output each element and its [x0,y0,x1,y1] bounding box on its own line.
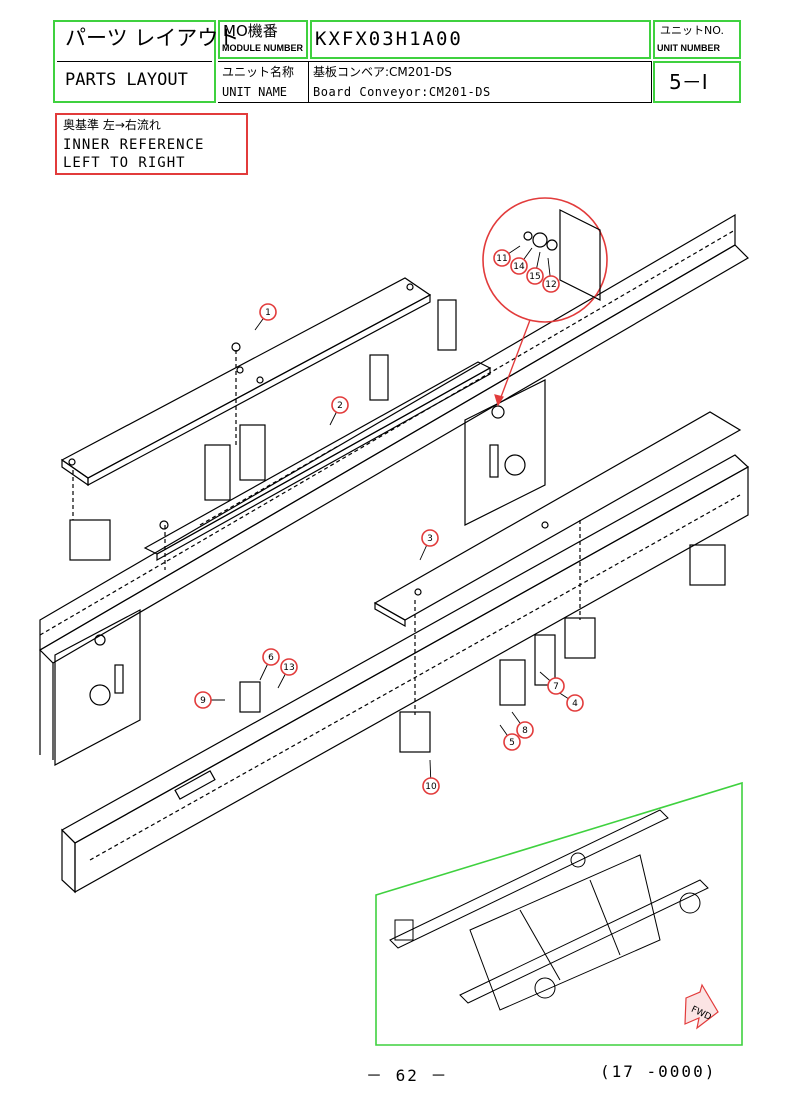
callout-6: 6 [259,648,280,681]
overview-inset: FWD [375,781,743,1046]
title-block: パーツ レイアウト PARTS LAYOUT MO機番 MODULE NUMBE… [53,20,741,103]
callout-15: 15 [526,251,544,285]
callout-number: 12 [545,280,556,290]
callout-3: 3 [419,529,439,561]
title-cell [53,20,216,103]
callout-number: 4 [572,699,578,709]
callout-11: 11 [493,245,521,267]
module-number-value-cell [310,20,651,59]
rail-cover-plate-3 [373,411,742,628]
unit-name-bottom-border [218,102,651,103]
callout-number: 2 [337,401,343,411]
callout-circle [262,648,280,666]
callout-number: 7 [553,682,559,692]
title-english: PARTS LAYOUT [65,70,188,90]
callout-number: 1 [265,308,271,318]
rear-end-plate-left [54,609,141,766]
callout-number: 3 [427,534,433,544]
title-japanese: パーツ レイアウト [65,26,240,50]
unit-name-label-ja: ユニット名称 [222,65,295,79]
unit-number-label-ja: ユニットNO. [660,24,724,37]
bracket-cluster-upper [69,299,457,561]
unit-number-value-cell [653,61,741,103]
callout-14: 14 [510,247,533,275]
unit-number-label-en: UNIT NUMBER [657,43,720,53]
callout-number: 6 [268,653,274,663]
page-number: － 62 － [366,1066,449,1085]
unit-name-value-ja: 基板コンベア:CM201-DS [313,65,452,79]
callout-circle [194,691,212,709]
title-divider [57,61,212,62]
callout-12: 12 [542,257,560,293]
unit-name-vertical-divider [308,61,309,103]
callout-number: 5 [509,738,515,748]
callout-13: 13 [277,658,298,689]
callout-number: 8 [522,726,528,736]
detail-magnifier [482,197,608,407]
callout-number: 15 [529,272,540,282]
callout-circle [542,275,560,293]
callout-10: 10 [422,759,440,795]
unit-name-divider [218,61,651,62]
forward-arrow-icon: FWD [684,983,719,1030]
unit-name-label-en: UNIT NAME [222,85,288,99]
callout-circle [516,721,534,739]
callout-circle [421,529,439,547]
callout-number: 13 [283,663,294,673]
module-number-label-ja: MO機番 [223,22,278,40]
rail-cover-plate-1 [60,277,432,487]
callout-circle [526,267,544,285]
callout-circle [503,733,521,751]
callout-circle [331,396,349,414]
callout-number: 11 [496,254,507,264]
callout-number: 14 [513,262,525,272]
reference-note: 奥基準 左→右流れ INNER REFERENCE LEFT TO RIGHT [55,113,248,175]
reference-note-ja: 奥基準 左→右流れ [63,118,161,132]
callout-circle [280,658,298,676]
module-number-label-cell [218,20,308,59]
unit-number-label-cell [653,20,741,59]
callout-circle [259,303,277,321]
module-number-value: KXFX03H1A00 [315,28,463,50]
rear-rail [39,213,749,760]
callout-circle [422,777,440,795]
assembly-guide-lines [72,350,581,715]
callout-9: 9 [194,691,225,709]
rear-end-plate-right [464,379,546,526]
callout-circle [493,249,511,267]
reference-note-line3: LEFT TO RIGHT [63,155,186,171]
callout-7: 7 [539,671,565,695]
callout-5: 5 [499,724,521,751]
callout-circle [510,257,528,275]
callout-2: 2 [329,396,349,426]
guide-strip-2 [143,361,492,562]
unit-name-value-en: Board Conveyor:CM201-DS [313,85,491,99]
unit-number-value: 5－I [669,70,708,94]
document-code: (17 -0000) [600,1062,717,1081]
callout-number: 9 [200,696,206,706]
module-number-label-en: MODULE NUMBER [222,43,303,53]
callout-circle [547,677,565,695]
unit-name-right-border [651,61,652,103]
callout-circle [566,694,584,712]
reference-note-line2: INNER REFERENCE [63,137,205,153]
callout-8: 8 [511,711,534,739]
callout-1: 1 [254,303,277,331]
callout-number: 10 [425,782,437,792]
